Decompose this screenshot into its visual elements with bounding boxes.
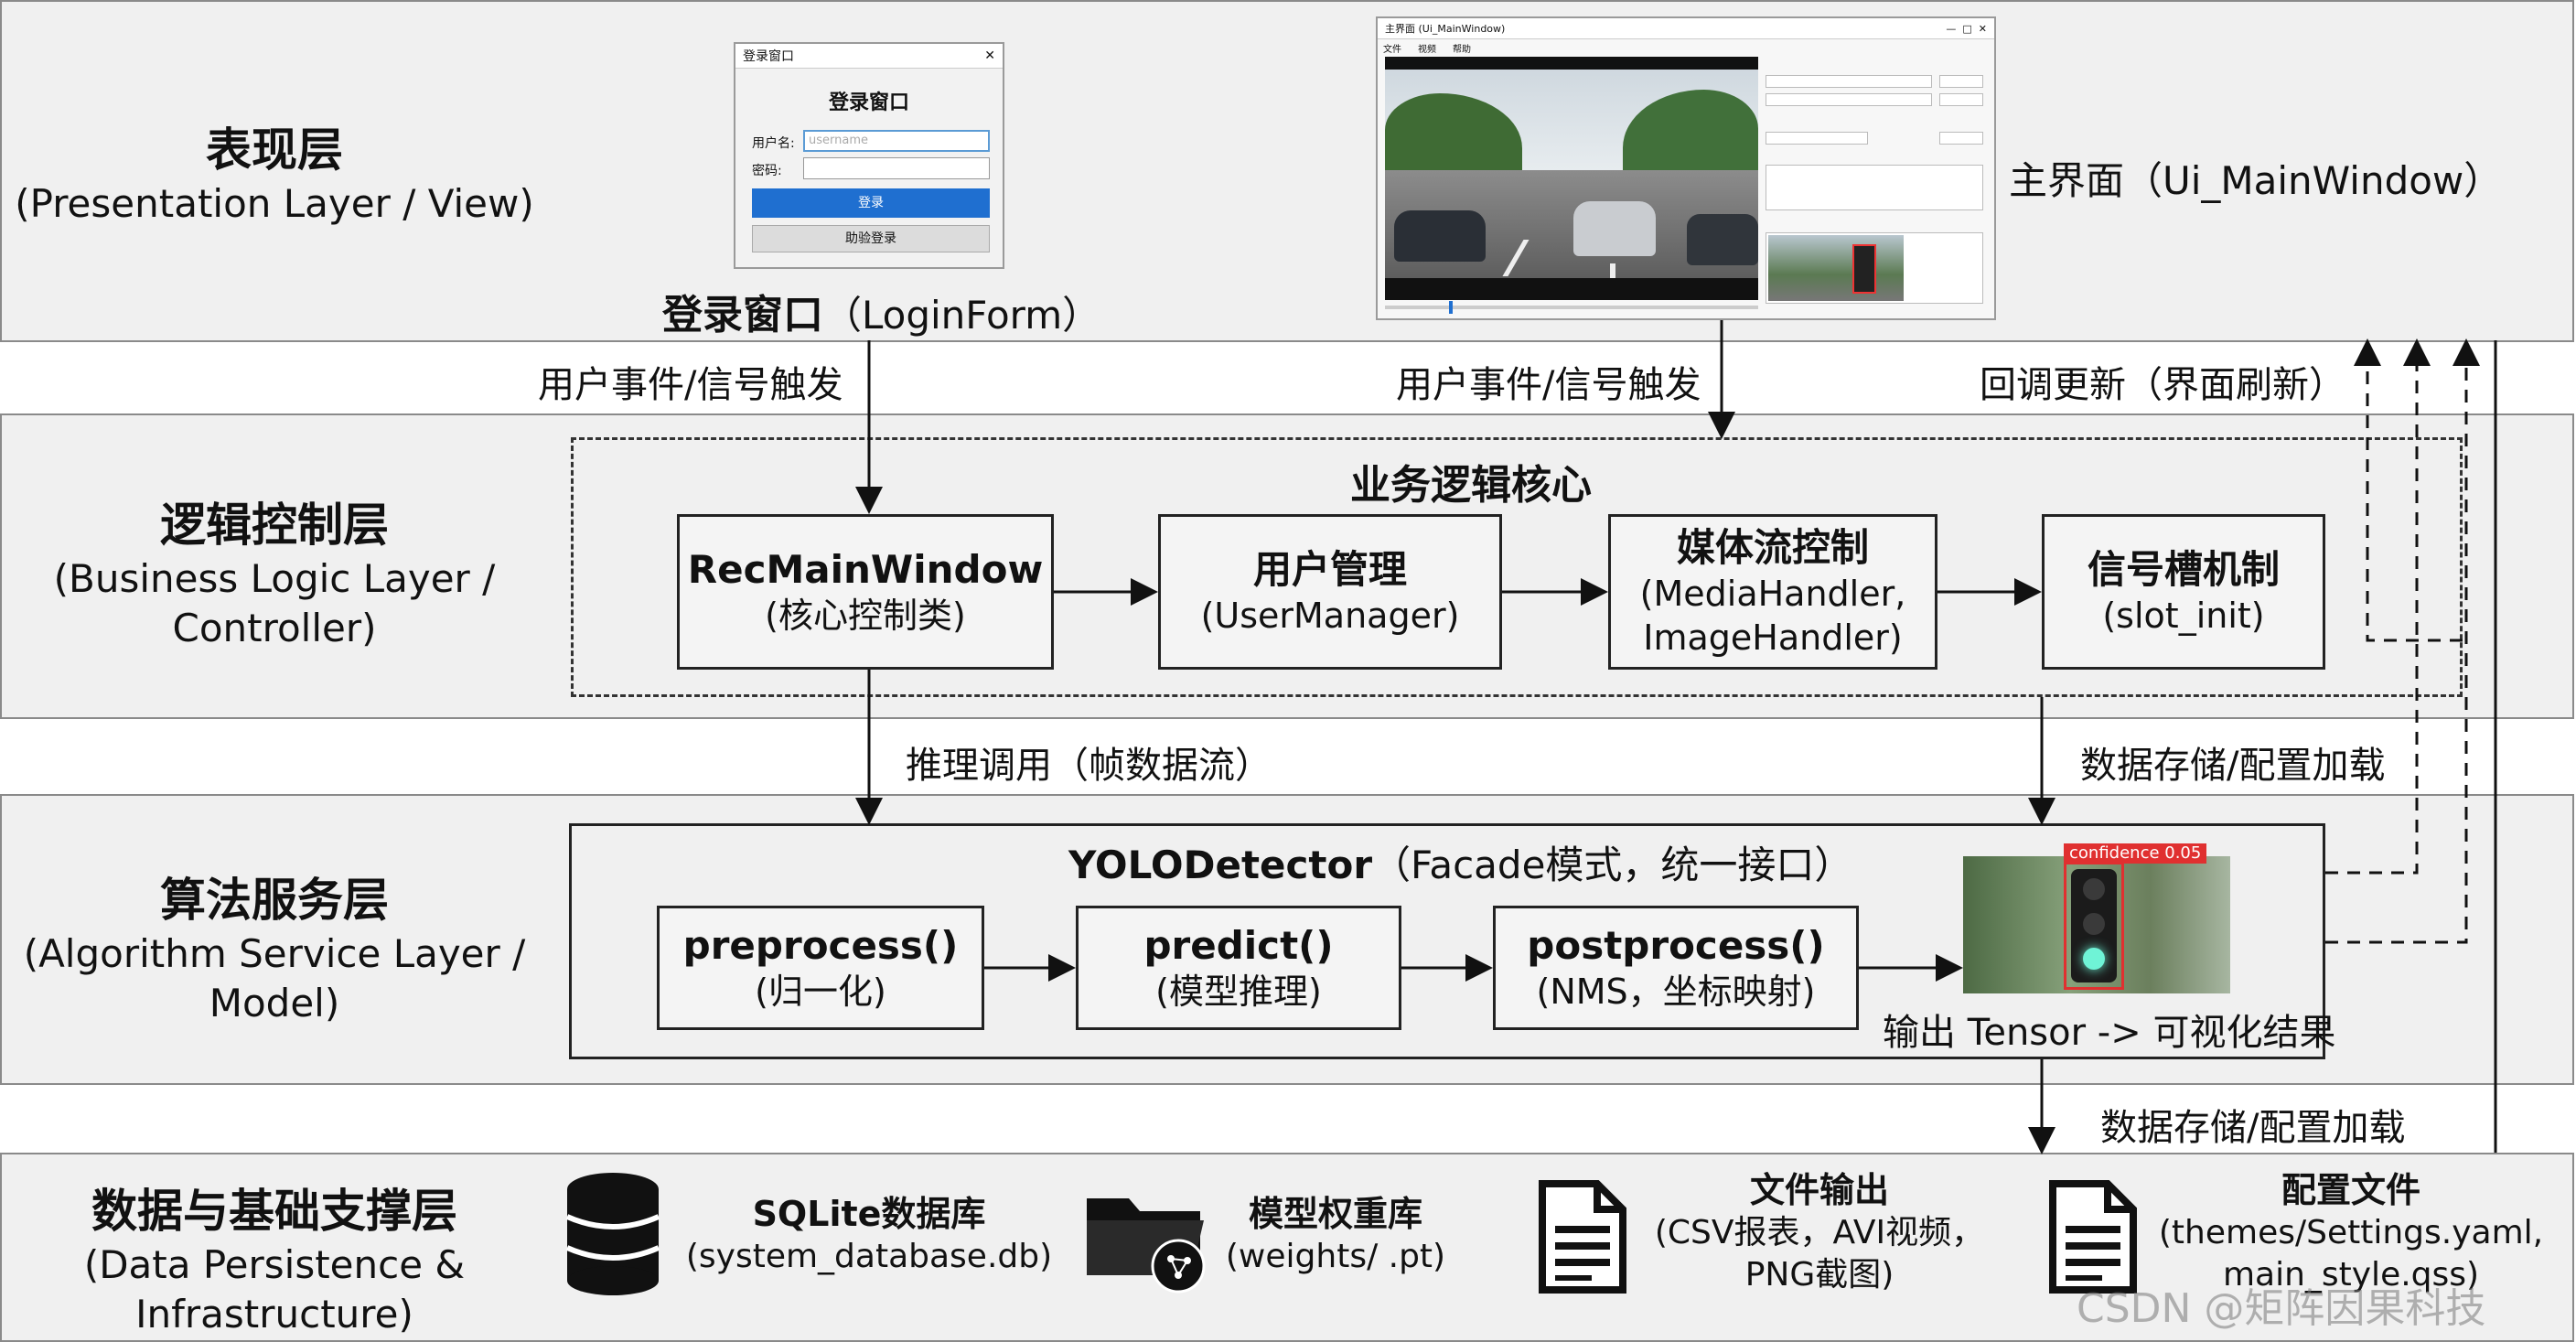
login-window: 登录窗口 ✕ 登录窗口 用户名: username 密码: 登录 助验登录 [734, 42, 1004, 269]
video-progress-slider[interactable] [1385, 301, 1758, 314]
edge-label-storage-mid: 数据存储/配置加载 [2080, 745, 2386, 787]
edge-label-user-event-left: 用户事件/信号触发 [538, 364, 843, 406]
user-manager-box: 用户管理 (UserManager) [1158, 514, 1502, 670]
logic-layer-title: 逻辑控制层 (Business Logic Layer / Controller… [53, 499, 496, 650]
password-input[interactable] [803, 157, 990, 179]
yolo-output-label: 输出 Tensor -> 可视化结果 [1883, 1012, 2336, 1054]
resource-config-files: 配置文件 (themes/Settings.yaml, main_style.q… [2158, 1170, 2544, 1294]
data-layer-band [0, 1153, 2574, 1342]
dashed-callback-1 [2354, 338, 2463, 642]
document-icon [1539, 1180, 1626, 1294]
rec-main-window-box: RecMainWindow (核心控制类) [677, 514, 1054, 670]
data-layer-title: 数据与基础支撑层 (Data Persistence & Infrastruct… [83, 1185, 466, 1337]
username-input[interactable]: username [803, 130, 990, 152]
main-window: 主界面 (Ui_MainWindow) — □ ✕ 文件 视频 帮助 [1376, 16, 1996, 320]
signal-slot-box: 信号槽机制 (slot_init) [2042, 514, 2325, 670]
result-thumbnail [1766, 232, 1983, 304]
traffic-light-result-image [1963, 856, 2230, 993]
resource-file-output: 文件输出 (CSV报表，AVI视频， PNG截图) [1654, 1170, 1985, 1294]
logic-core-title: 业务逻辑核心 [1350, 462, 1592, 509]
yolo-detector-container [569, 823, 2325, 1059]
main-window-title: 主界面 (Ui_MainWindow) [1385, 23, 1506, 35]
presentation-layer-band [0, 0, 2574, 342]
login-window-heading: 登录窗口 [828, 91, 909, 114]
dashed-callback-3 [2325, 338, 2480, 944]
edge-label-user-event-right: 用户事件/信号触发 [1396, 364, 1701, 406]
resource-sqlite: SQLite数据库 (system_database.db) [685, 1194, 1053, 1275]
video-view [1385, 57, 1758, 300]
edge-label-storage-low: 数据存储/配置加载 [2100, 1107, 2406, 1149]
preprocess-box: preprocess() (归一化) [657, 906, 984, 1030]
main-window-titlebar: 主界面 (Ui_MainWindow) — □ ✕ [1378, 18, 1994, 39]
media-control-box: 媒体流控制 (MediaHandler, ImageHandler) [1608, 514, 1937, 670]
folder-icon [1087, 1198, 1206, 1294]
menu-file[interactable]: 文件 [1383, 44, 1401, 55]
login-button[interactable]: 登录 [752, 188, 990, 218]
logic-core-container [571, 437, 2463, 697]
presentation-layer-title: 表现层 (Presentation Layer / View) [15, 123, 534, 226]
password-label: 密码: [752, 164, 782, 178]
edge-label-callback: 回调更新（界面刷新） [1980, 364, 2345, 406]
watermark: CSDN @矩阵因果科技 [2077, 1285, 2486, 1332]
close-icon[interactable]: ✕ [984, 48, 995, 63]
menu-help[interactable]: 帮助 [1453, 44, 1471, 55]
menu-video[interactable]: 视频 [1418, 44, 1436, 55]
main-window-menubar: 文件 视频 帮助 [1378, 39, 1994, 56]
login-window-title: 登录窗口 [743, 49, 794, 64]
dashed-callback-2 [2325, 338, 2431, 875]
database-icon [565, 1173, 660, 1295]
control-panel [1766, 57, 1991, 315]
guest-login-button[interactable]: 助验登录 [752, 225, 990, 252]
username-label: 用户名: [752, 136, 795, 151]
login-window-caption: 登录窗口（LoginForm） [662, 292, 1101, 338]
predict-box: predict() (模型推理) [1076, 906, 1401, 1030]
yolo-detector-title: YOLODetector（Facade模式，统一接口） [1068, 843, 1853, 887]
window-controls-icon[interactable]: — □ ✕ [1946, 22, 1987, 35]
edge-label-inference-call: 推理调用（帧数据流） [906, 745, 1272, 787]
confidence-label: confidence 0.05 [2064, 843, 2207, 864]
algorithm-layer-title: 算法服务层 (Algorithm Service Layer / Model) [23, 874, 526, 1025]
document-icon [2049, 1180, 2137, 1294]
login-window-titlebar: 登录窗口 ✕ [735, 44, 1003, 69]
main-window-caption: 主界面（Ui_MainWindow） [2009, 158, 2503, 203]
resource-weights: 模型权重库 (weights/ .pt) [1225, 1194, 1446, 1275]
postprocess-box: postprocess() (NMS，坐标映射) [1493, 906, 1859, 1030]
